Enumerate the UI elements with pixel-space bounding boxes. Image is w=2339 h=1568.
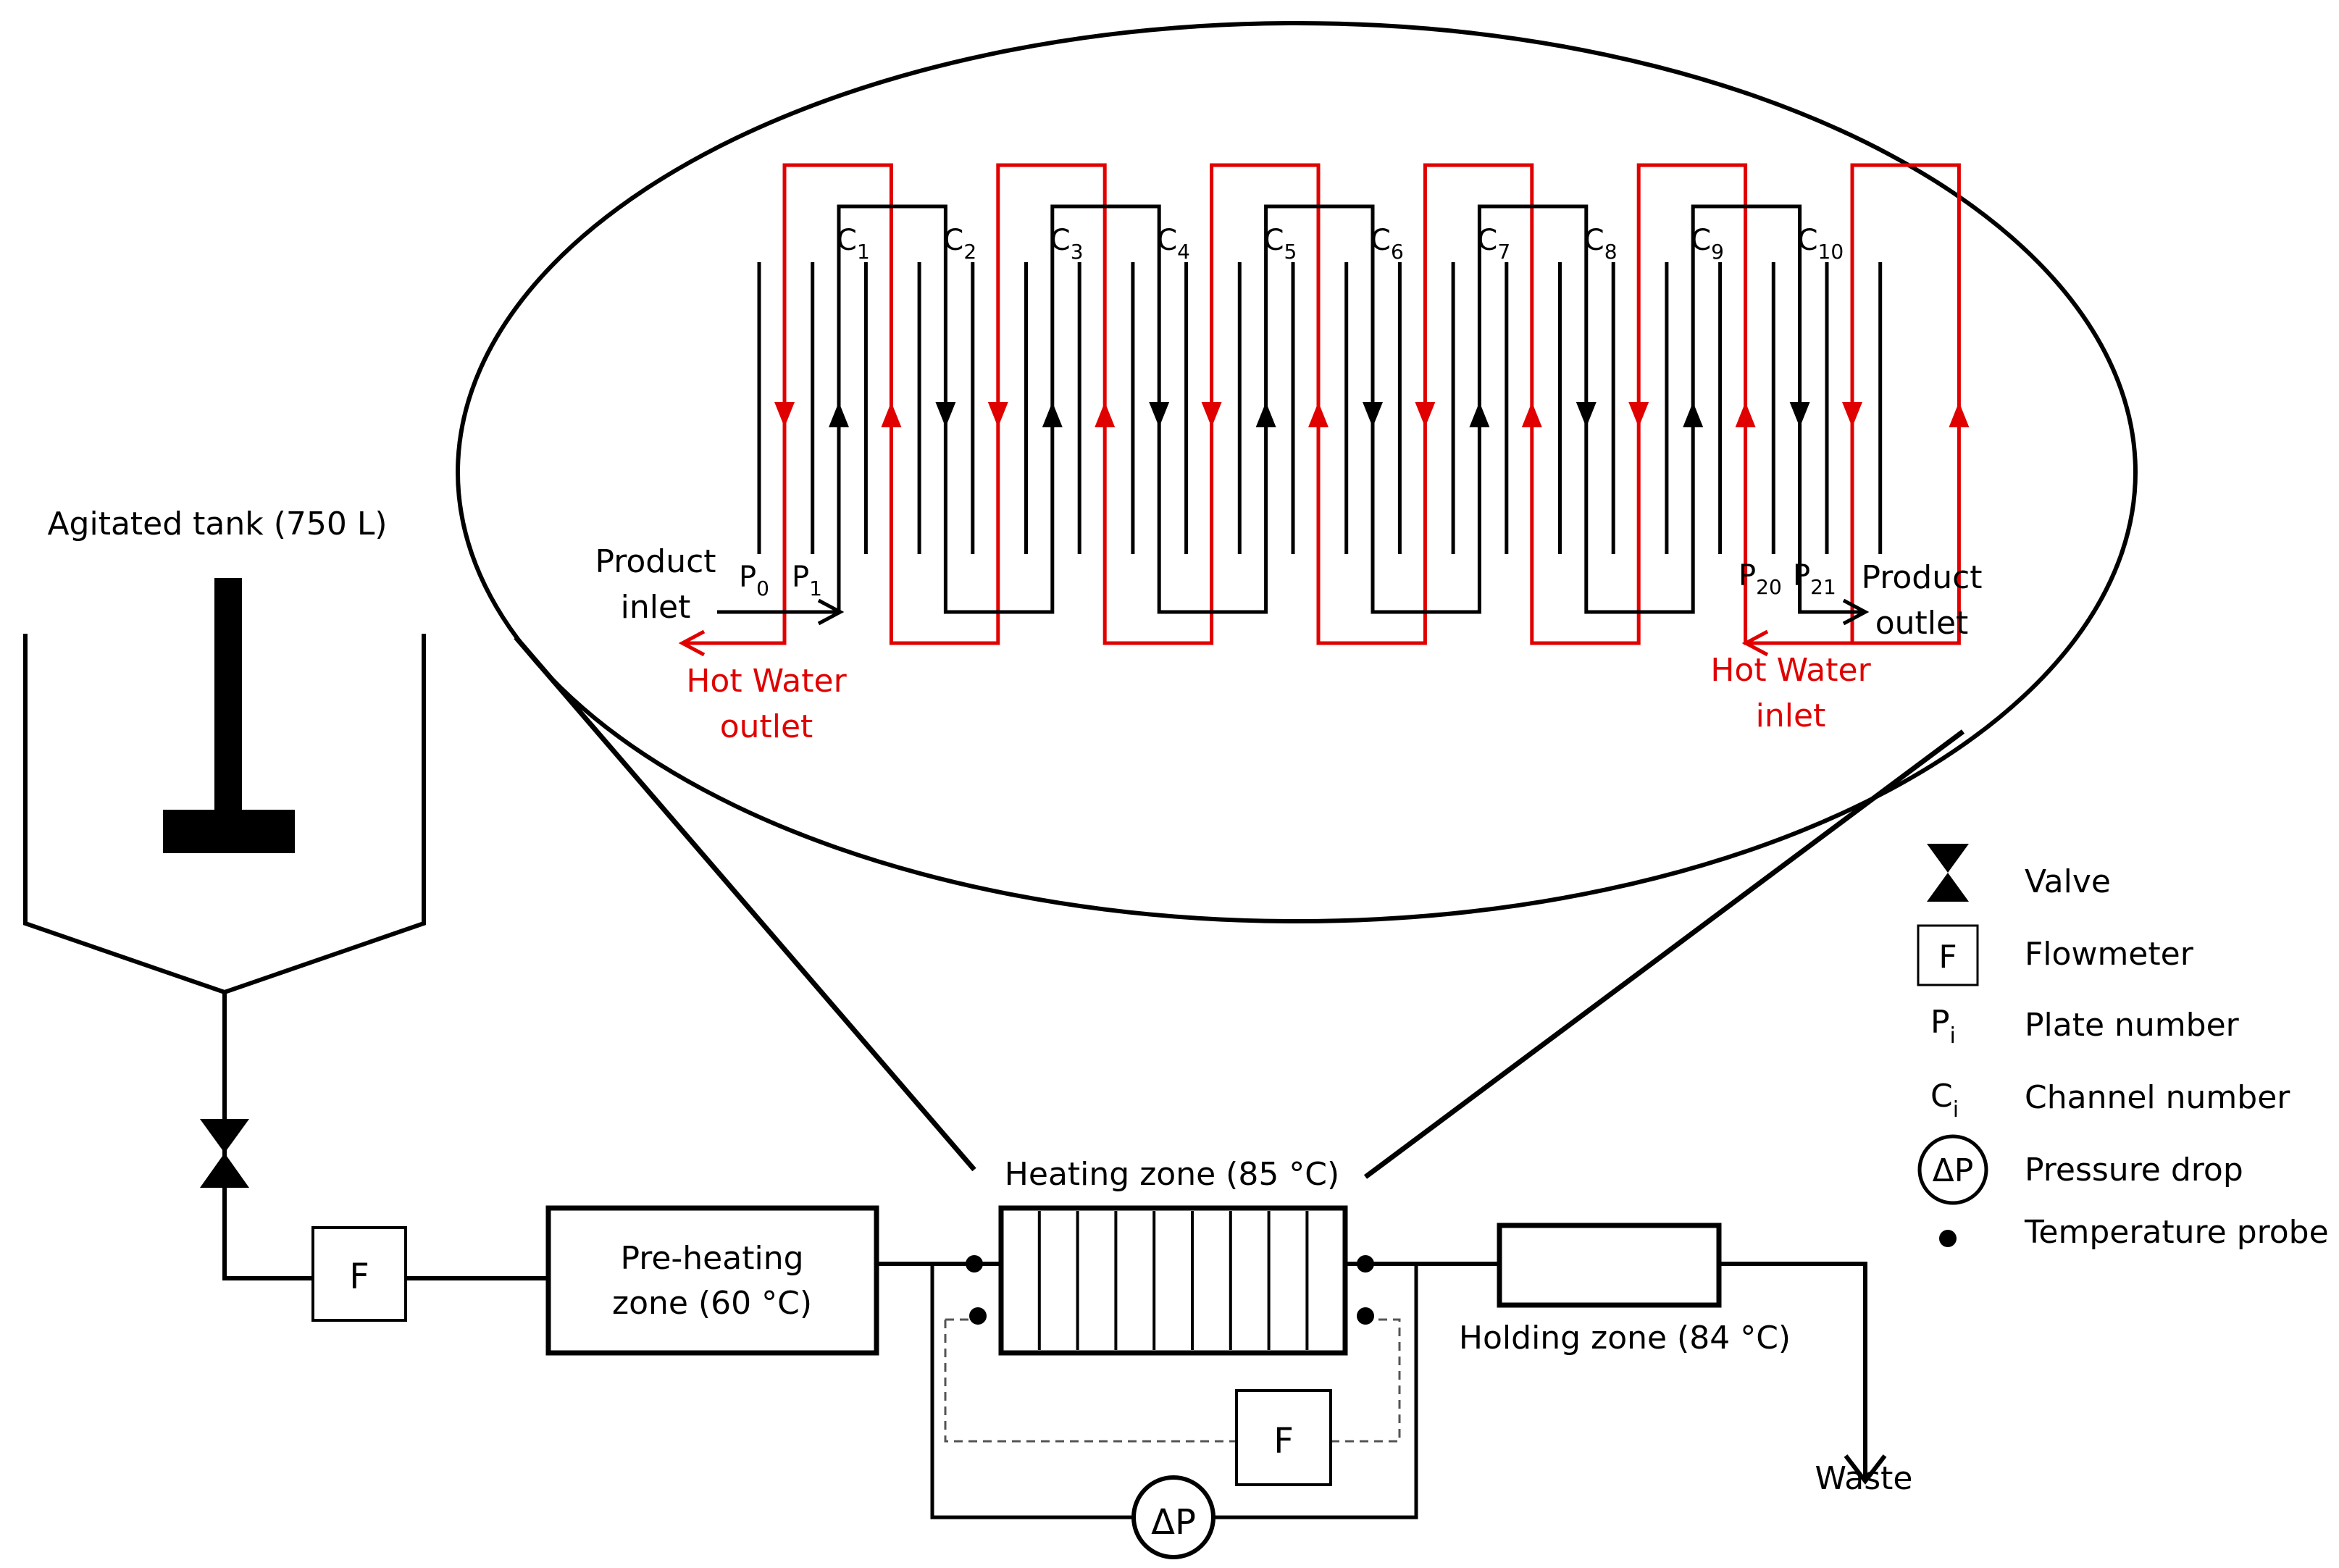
channel-label: C2 — [943, 224, 976, 264]
hot-water-inlet-label: inlet — [1756, 697, 1826, 734]
product-arrow-up-icon — [1469, 402, 1490, 427]
hot-water-arrow-down-icon — [1842, 402, 1862, 427]
product-inlet-arrow-icon — [817, 598, 845, 626]
pressure-drop-label: ΔP — [1151, 1502, 1196, 1543]
hot-water-arrow-down-icon — [1415, 402, 1436, 427]
product-outlet-label: Product — [1861, 559, 1982, 596]
hot-water-arrow-up-icon — [881, 402, 902, 427]
channel-label: C6 — [1371, 224, 1404, 264]
zoom-ellipse — [456, 21, 2138, 923]
temperature-probe-icon — [966, 1255, 983, 1273]
plate-symbol: Pi — [1930, 1004, 1956, 1049]
holding-zone-box — [1497, 1223, 1722, 1308]
channel-label: C1 — [837, 224, 870, 264]
zoom-line-right — [1363, 729, 1965, 1179]
hot-water-arrow-up-icon — [1735, 402, 1756, 427]
product-outlet-label: outlet — [1875, 605, 1969, 642]
flowmeter-label: F — [1273, 1421, 1294, 1462]
preheating-label-line1: Pre-heating — [620, 1240, 803, 1277]
heating-zone-plates — [1037, 1211, 1309, 1350]
tank-label: Agitated tank (750 L) — [47, 506, 387, 542]
valve-icon — [1927, 844, 1969, 902]
product-inlet-label: inlet — [621, 589, 691, 626]
hot-water-flow-line — [685, 163, 1961, 645]
legend-label: Temperature probe — [2024, 1214, 2329, 1251]
legend-label: Flowmeter — [2025, 936, 2194, 973]
channel-label: C5 — [1264, 224, 1297, 264]
product-arrow-down-icon — [935, 402, 956, 427]
hot-water-outlet-label: outlet — [720, 708, 813, 745]
zoom-line-left — [514, 635, 976, 1172]
product-arrow-down-icon — [1576, 402, 1597, 427]
flowmeter-icon — [1917, 924, 1979, 986]
product-arrow-up-icon — [1042, 402, 1063, 427]
hot-water-arrow-up-icon — [1095, 402, 1116, 427]
channel-label: C7 — [1477, 224, 1510, 264]
hot-water-outlet-label: Hot Water — [686, 663, 847, 700]
channel-label: C8 — [1584, 224, 1618, 264]
plate-label: P1 — [792, 561, 822, 600]
pressure-drop-icon — [1917, 1134, 1988, 1205]
agitator-blade — [163, 810, 295, 853]
flowmeter-icon-label: F — [1938, 939, 1957, 976]
legend-label: Valve — [2025, 863, 2111, 900]
agitated-tank: Agitated tank (750 L) — [23, 506, 426, 995]
pressure-drop-icon — [1131, 1475, 1215, 1559]
temperature-probe-icon — [1939, 1230, 1957, 1247]
pressure-drop-icon-label: ΔP — [1933, 1152, 1974, 1189]
agitator-shaft — [214, 578, 242, 824]
temperature-probe-icon — [1357, 1255, 1374, 1273]
product-arrow-down-icon — [1363, 402, 1383, 427]
hot-water-arrow-down-icon — [1628, 402, 1649, 427]
flowmeter-box — [311, 1226, 407, 1322]
product-arrow-up-icon — [829, 402, 849, 427]
waste-arrow-icon — [1844, 1454, 1887, 1485]
channel-label: C4 — [1157, 224, 1190, 264]
channel-symbol: Ci — [1930, 1078, 1959, 1123]
legend-label: Channel number — [2025, 1079, 2290, 1116]
channel-label: C10 — [1798, 224, 1844, 264]
product-inlet-label: Product — [595, 543, 716, 580]
waste-label: Waste — [1815, 1460, 1913, 1497]
temperature-probe-icon — [1357, 1307, 1374, 1325]
hot-water-arrow-up-icon — [1308, 402, 1328, 427]
holding-zone-label: Holding zone (84 °C) — [1459, 1320, 1791, 1357]
hot-water-arrow-down-icon — [774, 402, 795, 427]
channel-label: C9 — [1691, 224, 1724, 264]
plate-label: P21 — [1793, 559, 1836, 599]
product-arrow-down-icon — [1149, 402, 1170, 427]
flowmeter-box — [1235, 1389, 1332, 1486]
preheating-label-line2: zone (60 °C) — [612, 1285, 812, 1322]
channel-label: C3 — [1050, 224, 1084, 264]
product-arrow-down-icon — [1789, 402, 1810, 427]
flowmeter-label: F — [349, 1257, 369, 1297]
hot-water-arrow-down-icon — [987, 402, 1008, 427]
heating-zone-label: Heating zone (85 °C) — [1005, 1156, 1339, 1193]
bypass-lines — [930, 1264, 1418, 1519]
hot-water-arrow-down-icon — [1201, 402, 1222, 427]
product-arrow-up-icon — [1255, 402, 1276, 427]
plate-label: P20 — [1738, 559, 1782, 599]
product-outlet-arrow-icon — [1842, 598, 1870, 626]
hot-water-arrow-up-icon — [1949, 402, 1970, 427]
hot-water-outlet-arrow-icon — [678, 629, 706, 657]
plate-label: P0 — [739, 561, 769, 600]
temperature-probe-icon — [969, 1307, 987, 1325]
hot-water-inlet-label: Hot Water — [1710, 652, 1871, 689]
hot-water-arrow-up-icon — [1521, 402, 1542, 427]
legend-label: Pressure drop — [2025, 1152, 2243, 1188]
preheating-zone-box — [545, 1205, 879, 1356]
legend: Valve F Flowmeter Pi Plate number Ci Cha… — [1917, 844, 2329, 1251]
heating-zone-box — [998, 1205, 1348, 1356]
valve-icon — [200, 1119, 249, 1188]
product-arrow-up-icon — [1683, 402, 1704, 427]
legend-label: Plate number — [2025, 1007, 2240, 1044]
